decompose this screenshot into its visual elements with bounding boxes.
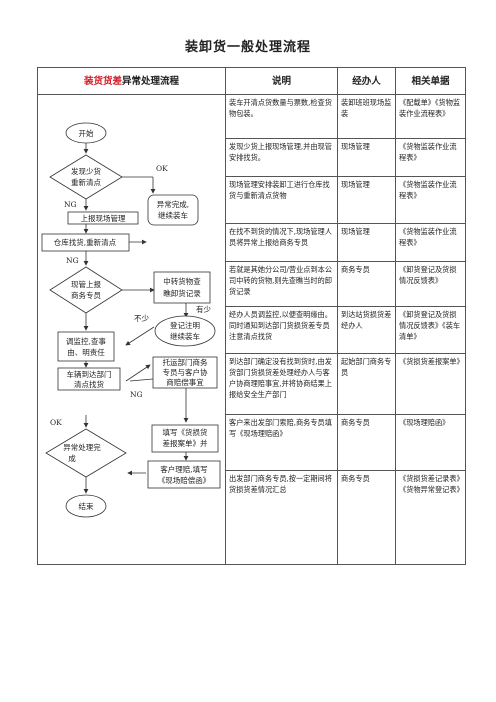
row-description: 若就是其她分公司/营业点到本公司中转的货物,则先查瞧当时的卸货记录: [225, 261, 338, 307]
fill-report-box: [151, 424, 219, 453]
transit-record-label-2: 瞧卸货记录: [163, 288, 201, 298]
register-label-1: 登记注明: [170, 320, 200, 330]
less-label: 不少: [134, 314, 149, 323]
start-label: 开始: [79, 128, 94, 138]
row-documents: 《卸货登记及货损情况反馈表》《装车清单》: [395, 306, 466, 354]
customer-claim-box: [147, 460, 221, 489]
finish-diamond: [45, 428, 127, 478]
register-label-2: 继续装车: [170, 331, 200, 341]
transit-record-box: [153, 271, 211, 304]
row-agent: 现场管理: [337, 138, 396, 177]
row-description: 客户来出发部门索赔,商务专员填写《现场理赔函》: [225, 414, 338, 471]
report-label-2: 商务专员: [71, 290, 101, 300]
table-header-row: 装货货差异常处理流程 说明 经办人 相关单据: [37, 67, 466, 95]
table-row: 到达部门确定没有找到货时,由发货部门货损货差处理经办人与客户协商理赔事宜,并将协…: [38, 353, 466, 415]
row-agent: 到达站货损货差经办人: [337, 306, 396, 354]
row-documents: 《货损货差报案单》: [395, 353, 466, 415]
ok-label-1: OK: [156, 164, 168, 173]
row-documents: 《货物监装作业流程表》: [395, 176, 466, 224]
table-row: 在找不到货的情况下,现场管理人员将异常上报给商务专员 现场管理 《货物监装作业流…: [38, 223, 466, 262]
header-documents: 相关单据: [395, 67, 466, 95]
customer-claim-label-2: 《现场赔偿函》: [158, 475, 211, 485]
document-title: 装卸货一般处理流程: [184, 40, 311, 55]
row-description: 到达部门确定没有找到货时,由发货部门货损货差处理经办人与客户协商理赔事宜,并将协…: [225, 353, 338, 415]
row-agent: 现场管理: [337, 223, 396, 262]
load-complete-box: [147, 194, 199, 226]
row-agent: 起始部门商务专员: [337, 353, 396, 415]
row-documents: 《货物监装作业流程表》: [395, 138, 466, 177]
notify-label-2: 清点找货: [74, 379, 104, 389]
monitor-label-2: 由、明责任: [67, 347, 105, 357]
row-description: 在找不到货的情况下,现场管理人员将异常上报给商务专员: [225, 223, 338, 262]
report-label-1: 现管上报: [71, 279, 101, 289]
row-agent: 装卸班班现场监装: [337, 94, 396, 139]
row-description: 出发部门商务专员,按一定期间将货损货差情况汇总: [225, 470, 338, 565]
header-flow: 装货货差异常处理流程: [37, 67, 226, 95]
finish-label-1: 异常处理完: [63, 442, 101, 452]
end-label: 结束: [79, 501, 94, 511]
row-description: 装车开清点货数量与票数,检查货物包装。: [225, 94, 338, 139]
row-agent: 商务专员: [337, 470, 396, 565]
claim-negotiation-box: [152, 356, 218, 389]
row-documents: 《现场理赔函》: [395, 414, 466, 471]
finish-label-2: 成: [68, 453, 76, 463]
claim-label-2: 专员与客户协: [163, 367, 208, 377]
row-description: 现场管理安排装卸工进行仓库找货与重新清点货物: [225, 176, 338, 224]
flowchart: 开始 发现少货 重新清点 NG OK 上报现场管理 仓库找货,重新清点 异常完成…: [41, 122, 221, 518]
table-row: 若就是其她分公司/营业点到本公司中转的货物,则先查瞧当时的卸货记录 商务专员 《…: [38, 261, 466, 307]
load-complete-label-1: 异常完成,: [157, 199, 189, 209]
ok-label-2: OK: [50, 418, 62, 427]
check-label-1: 发现少货: [71, 166, 101, 176]
transit-record-label-1: 中转货物查: [163, 276, 201, 286]
table-row: 开始 发现少货 重新清点 NG OK 上报现场管理 仓库找货,重新清点 异常完成…: [37, 94, 466, 565]
row-description: 经办人员调监控,以便查明缘由。同时通知到达部门货损货差专员注意清点找货: [225, 306, 338, 354]
table-row: 现场管理安排装卸工进行仓库找货与重新清点货物 现场管理 《货物监装作业流程表》: [38, 176, 466, 224]
row-description: 发现少货上报现场管理,并由现管安排找货。: [225, 138, 338, 177]
register-oval: [154, 315, 216, 347]
table-row: 客户来出发部门索赔,商务专员填写《现场理赔函》 商务专员 《现场理赔函》: [38, 414, 466, 471]
report-manager-box: [67, 211, 139, 225]
row-documents: 《货损货差记录表》《货物异常登记表》: [395, 470, 466, 565]
row-documents: 《配载单》《货物监装作业流程表》: [395, 94, 466, 139]
claim-label-1: 托运部门商务: [163, 357, 208, 367]
flowchart-cell: 开始 发现少货 重新清点 NG OK 上报现场管理 仓库找货,重新清点 异常完成…: [37, 94, 226, 565]
find-goods-box: [41, 233, 130, 252]
table-row: 经办人员调监控,以便查明缘由。同时通知到达部门货损货差专员注意清点找货 到达站货…: [38, 306, 466, 354]
row-agent: 商务专员: [337, 414, 396, 471]
report-manager-label: 上报现场管理: [81, 213, 126, 223]
ng-label-1: NG: [64, 200, 77, 209]
fill-report-label-1: 填写《货损货: [163, 427, 208, 437]
header-agent: 经办人: [337, 67, 396, 95]
header-flow-red: 装货货差: [83, 75, 122, 87]
report-diamond: [49, 266, 123, 314]
process-table: 装货货差异常处理流程 说明 经办人 相关单据: [37, 67, 466, 565]
load-complete-label-2: 继续装车: [158, 210, 188, 220]
notify-label-1: 车辆到达部门: [67, 369, 112, 379]
start-oval: [65, 122, 107, 144]
claim-label-3: 商赔偿事宜: [166, 377, 204, 387]
monitor-box: [57, 331, 115, 362]
ng-label-2: NG: [66, 256, 79, 265]
customer-claim-label-1: 客户理赔,填写: [160, 464, 207, 474]
table-row: 发现少货上报现场管理,并由现管安排找货。 现场管理 《货物监装作业流程表》: [38, 138, 466, 177]
header-flow-black: 异常处理流程: [122, 75, 180, 87]
table-row: 出发部门商务专员,按一定期间将货损货差情况汇总 商务专员 《货损货差记录表》《货…: [38, 470, 466, 565]
end-oval: [65, 494, 107, 518]
row-agent: 现场管理: [337, 176, 396, 224]
fill-report-label-2: 差报案单》并: [163, 438, 208, 448]
row-documents: 《卸货登记及货损情况反馈表》: [395, 261, 466, 307]
check-diamond: [49, 154, 123, 200]
row-agent: 商务专员: [337, 261, 396, 307]
header-description: 说明: [225, 67, 338, 95]
ng-label-3: NG: [130, 390, 143, 399]
more-label: 有少: [196, 304, 211, 314]
notify-box: [57, 367, 121, 391]
find-goods-label: 仓库找货,重新清点: [54, 237, 117, 247]
monitor-label-1: 调监控,查事: [66, 336, 106, 346]
row-documents: 《货物监装作业流程表》: [395, 223, 466, 262]
check-label-2: 重新清点: [71, 177, 101, 187]
